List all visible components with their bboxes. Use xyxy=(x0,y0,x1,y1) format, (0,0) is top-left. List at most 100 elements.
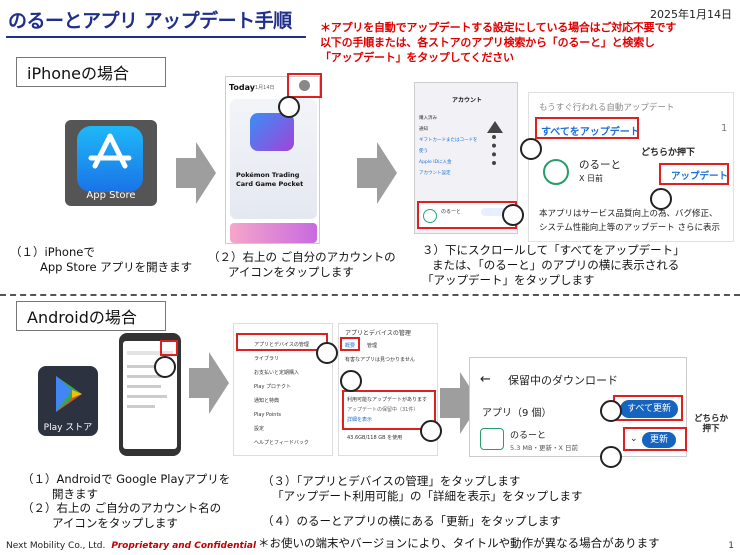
update-button-mini[interactable] xyxy=(481,208,511,216)
update-button[interactable]: アップデート xyxy=(671,171,729,182)
norut-app-icon xyxy=(480,428,504,450)
title-underline xyxy=(6,36,306,38)
list-item: Apple IDに入金 xyxy=(419,160,452,165)
chevron-down-icon[interactable]: ⌄ xyxy=(630,434,638,444)
card-title-1: Pokémon Trading xyxy=(236,171,300,179)
android-heading: Androidの場合 xyxy=(16,301,166,331)
account-list: 購入済み 通知 ギフトカードまたはコードを使う Apple IDに入金 アカウン… xyxy=(419,113,479,179)
tab-overview[interactable]: 概要 xyxy=(345,343,356,349)
account-title: アカウント xyxy=(451,97,482,104)
app-name: のるーと xyxy=(510,431,547,441)
either-label: どちらか押下 xyxy=(641,148,696,158)
norut-app-icon xyxy=(543,159,569,185)
appstore-frame: App Store xyxy=(65,120,157,206)
today-title: Today xyxy=(229,83,255,92)
page-number: 1 xyxy=(728,541,734,551)
app-name-mini: のるーと xyxy=(441,209,462,215)
tap-hand-icon xyxy=(520,138,542,160)
android-step3: （３）「アプリとデバイスの管理」をタップします 「アップデート利用可能」の「詳細… xyxy=(262,474,583,504)
apps-count: アプリ（9 個） xyxy=(482,408,552,419)
notice: ＊アプリを自動でアップデートする設定にしている場合はご対応不要です 以下の手順ま… xyxy=(320,20,676,65)
either-label: どちらか 押下 xyxy=(694,414,728,434)
scroll-arrow-icon xyxy=(487,121,503,133)
update-all-highlight[interactable] xyxy=(535,117,639,139)
tap-hand-icon xyxy=(650,188,672,210)
step-line: （２）右上の ご自分のアカウントの xyxy=(208,250,396,264)
menu-item[interactable]: 設定 xyxy=(254,426,265,432)
page-title: のるーとアプリ アップデート手順 xyxy=(8,10,292,32)
no-harmful: 有害なアプリは見つかりません xyxy=(345,357,415,363)
update-all-button[interactable]: すべて更新 xyxy=(620,400,678,418)
update-highlight[interactable] xyxy=(623,427,687,451)
tap-hand-icon xyxy=(420,420,442,442)
menu-item[interactable]: お支払いと定期購入 xyxy=(254,370,300,376)
update-count: 1 xyxy=(721,123,728,134)
desc-line-2: システム性能向上等のアップデート さらに表示 xyxy=(539,223,720,233)
show-details[interactable]: 詳細を表示 xyxy=(347,417,373,423)
tap-hand-icon xyxy=(154,356,176,378)
step-line: （３）「アプリとデバイスの管理」をタップします xyxy=(262,474,521,488)
pending-title: 保留中のダウンロード xyxy=(508,374,618,387)
app-row-mini: のるーと xyxy=(417,201,517,229)
step-line: （１）iPhoneで xyxy=(10,245,95,259)
updates-available: 利用可能なアップデートがあります xyxy=(347,397,428,403)
updates-box-highlight[interactable] xyxy=(342,390,436,430)
list-item: 購入済み xyxy=(419,116,437,121)
step-line: App Store アプリを開きます xyxy=(40,260,193,274)
menu-item[interactable]: ヘルプとフィードバック xyxy=(254,440,309,446)
tap-hand-icon xyxy=(600,446,622,468)
tap-hand-icon xyxy=(278,96,300,118)
section-divider xyxy=(0,294,740,296)
tap-hand-icon xyxy=(600,400,622,422)
menu-item[interactable]: Play Points xyxy=(254,412,282,418)
tap-hand-icon xyxy=(340,370,362,392)
company-name: Next Mobility Co., Ltd. xyxy=(6,541,106,551)
update-btn-highlight[interactable] xyxy=(659,163,729,185)
step-line: アイコンをタップします xyxy=(52,516,178,530)
footer: Next Mobility Co., Ltd.Proprietary and C… xyxy=(6,541,256,551)
step-line: アイコンをタップします xyxy=(228,265,354,279)
menu-item[interactable]: ライブラリ xyxy=(254,356,280,362)
update-button[interactable]: 更新 xyxy=(642,432,676,448)
notice-line-2: 以下の手順または、各ストアのアプリ検索から「のるーと」と検索し xyxy=(320,36,655,49)
today-date: 1月14日 xyxy=(255,85,275,91)
featured-card: Pokémon Trading Card Game Pocket xyxy=(230,99,317,219)
updates-pending: アップデートの保留中（31件） xyxy=(347,407,419,413)
menu-item[interactable]: アプリとデバイスの管理 xyxy=(254,342,309,348)
step-line: ３）下にスクロールして「すべてをアップデート」 xyxy=(422,243,685,257)
appstore-label: App Store xyxy=(86,190,136,201)
either-line: 押下 xyxy=(702,424,720,434)
date: 2025年1月14日 xyxy=(650,8,732,21)
iphone-step2: （２）右上の ご自分のアカウントの アイコンをタップします xyxy=(208,250,396,280)
menu-item[interactable]: 通知と特典 xyxy=(254,398,280,404)
app-sub: X 日前 xyxy=(579,174,604,183)
update-header: もうすぐ行われる自動アップデート xyxy=(539,103,675,113)
manage-menu-highlight[interactable] xyxy=(236,333,328,351)
app-name: のるーと xyxy=(579,159,621,171)
playstore-label: Play ストア xyxy=(43,423,93,433)
android-account-highlight[interactable] xyxy=(160,340,178,356)
android-menu-screen: アプリとデバイスの管理 ライブラリ お支払いと定期購入 Play プロテクト 通… xyxy=(233,323,333,456)
account-icon-highlight[interactable] xyxy=(287,73,322,98)
menu-item[interactable]: Play プロテクト xyxy=(254,384,292,390)
appstore-today-screen: Today 1月14日 Pokémon Trading Card Game Po… xyxy=(225,76,320,244)
account-icon[interactable] xyxy=(299,80,310,91)
norut-icon xyxy=(423,209,437,223)
step-line: または、「のるーと」のアプリの横に表示される xyxy=(432,258,680,272)
tab-manage[interactable]: 管理 xyxy=(367,343,378,349)
tap-hand-icon xyxy=(316,342,338,364)
overview-tab-highlight[interactable] xyxy=(340,337,360,351)
playstore-frame: Play ストア xyxy=(38,366,98,436)
pending-downloads-screen: ← 保留中のダウンロード アプリ（9 個） すべて更新 のるーと 5.3 MB・… xyxy=(469,357,687,457)
appstore-icon xyxy=(77,126,143,192)
desc-line-1: 本アプリはサービス品質向上の為、バグ修正、 xyxy=(539,209,718,219)
list-item: アカウント設定 xyxy=(419,171,451,176)
iphone-step3: ３）下にスクロールして「すべてをアップデート」 または、「のるーと」のアプリの横… xyxy=(422,243,685,288)
update-all-link[interactable]: すべてをアップデート xyxy=(541,127,640,138)
account-screen: アカウント 購入済み 通知 ギフトカードまたはコードを使う Apple IDに入… xyxy=(414,82,518,234)
back-arrow-icon[interactable]: ← xyxy=(480,372,491,387)
notice-line-1: ＊アプリを自動でアップデートする設定にしている場合はご対応不要です xyxy=(320,21,677,34)
step-line: 「アップデート利用可能」の「詳細を表示」をタップします xyxy=(272,489,583,503)
update-panel-zoom: もうすぐ行われる自動アップデート すべてをアップデート 1 どちらか押下 のるー… xyxy=(528,92,734,242)
update-all-highlight[interactable] xyxy=(613,395,683,421)
